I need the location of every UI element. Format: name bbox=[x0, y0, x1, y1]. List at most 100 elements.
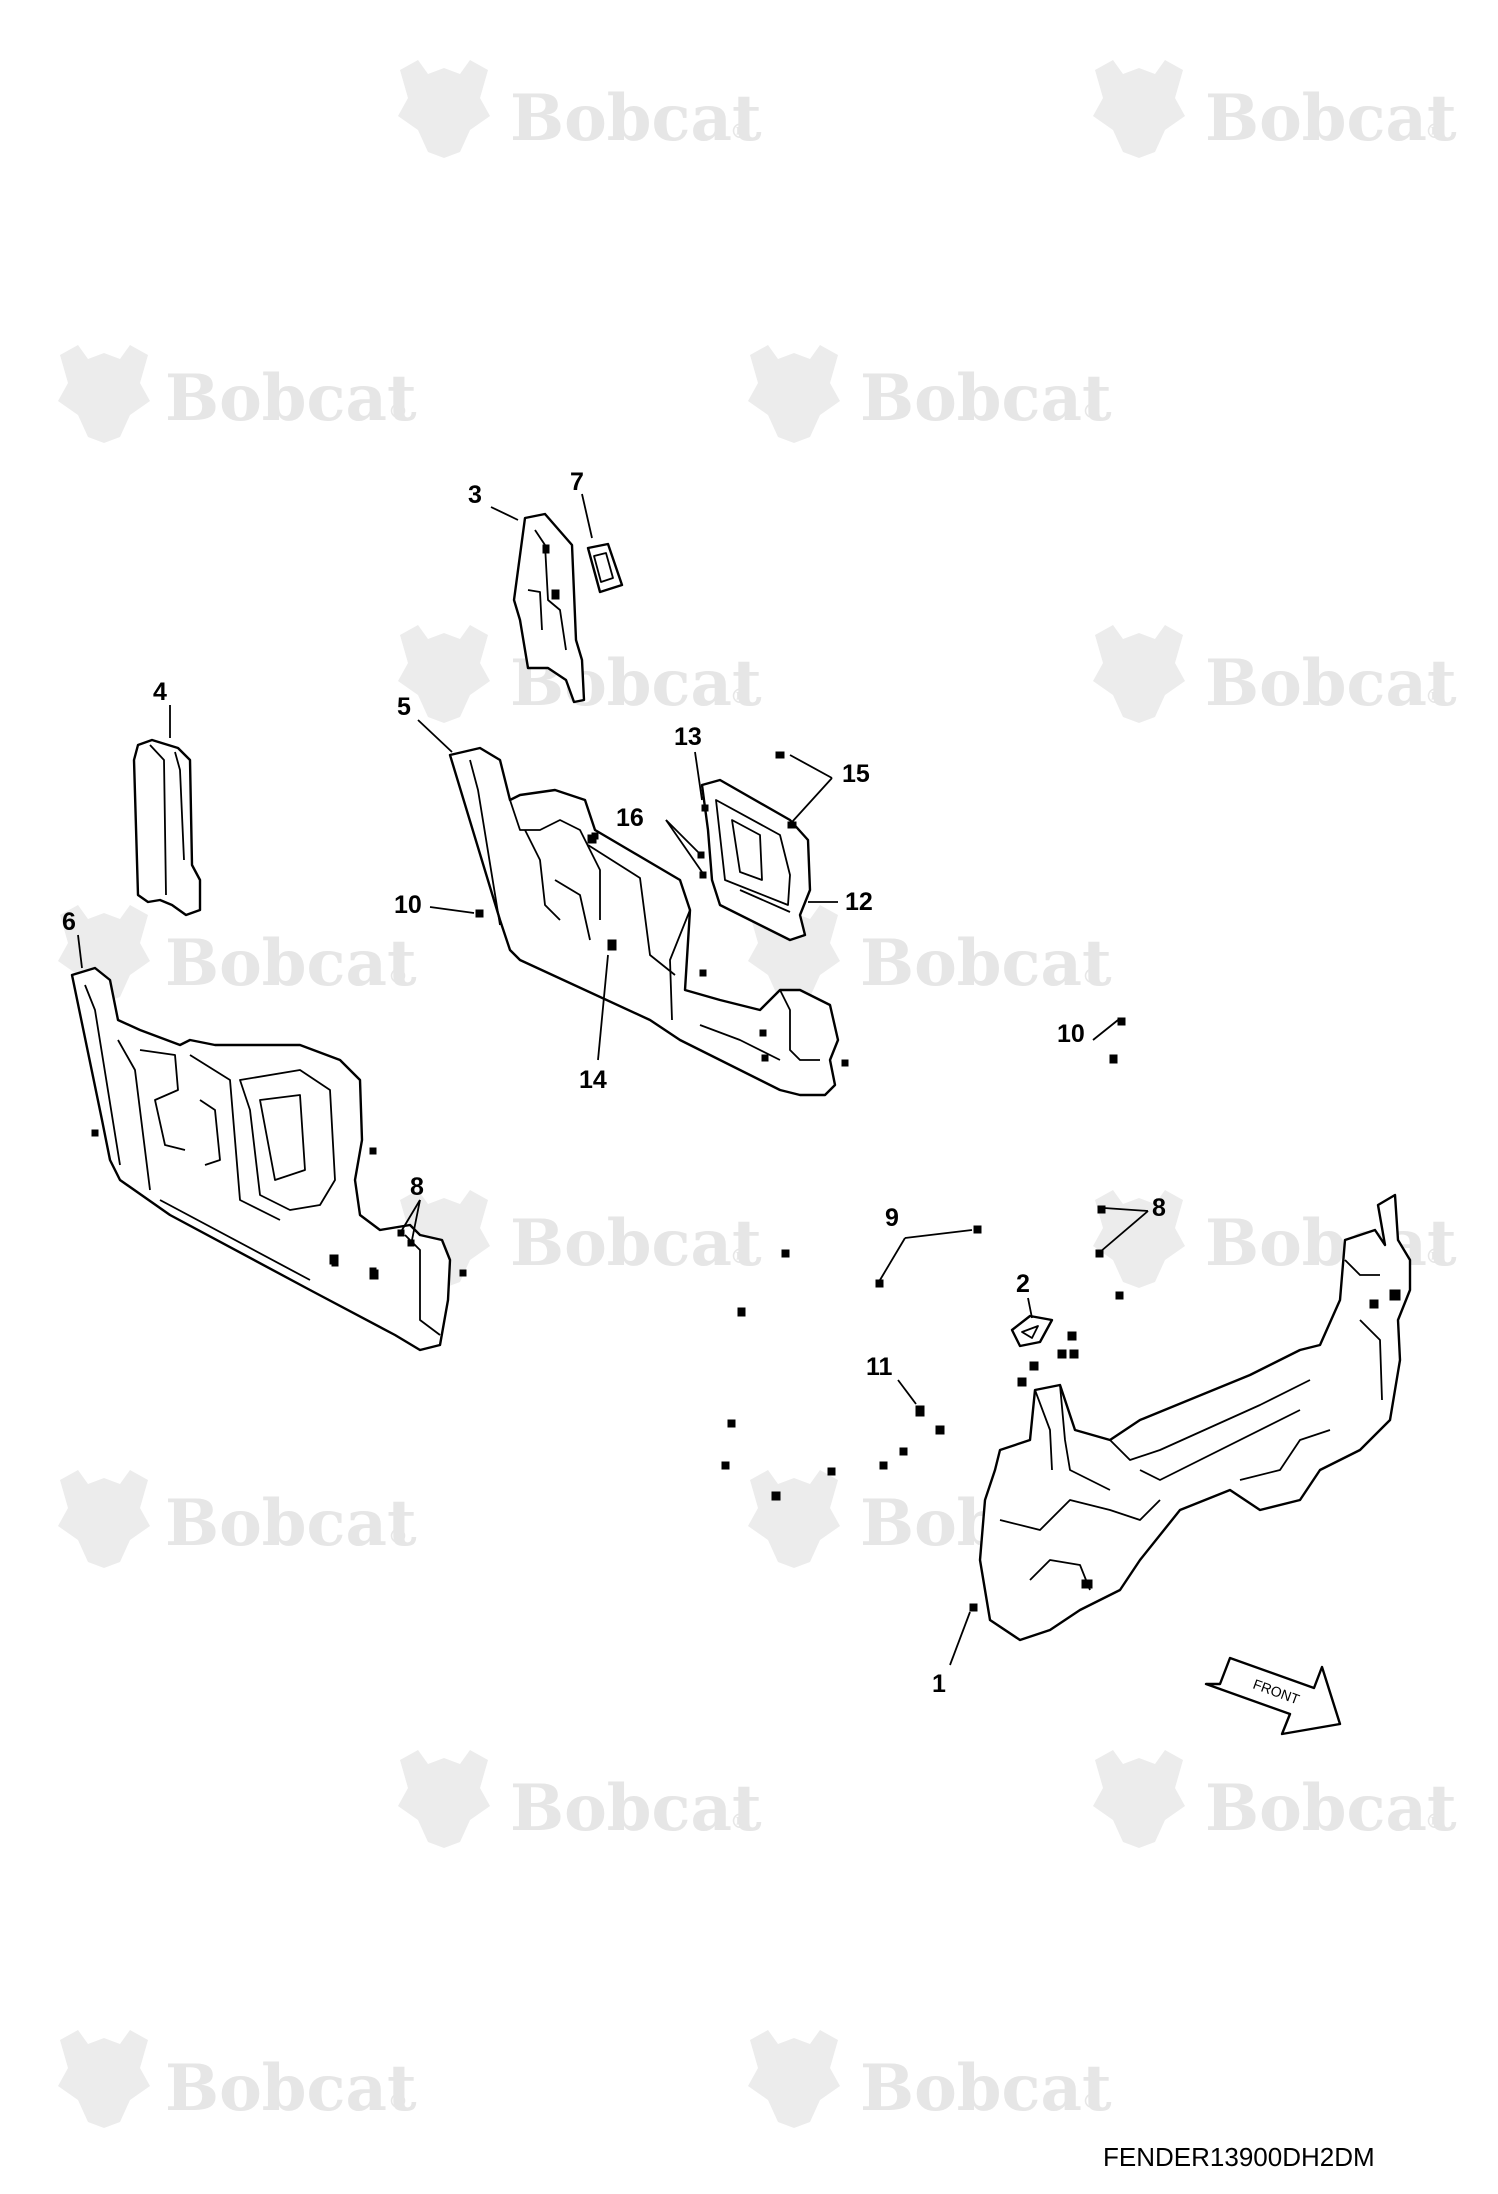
fastener bbox=[91, 1129, 99, 1137]
callout-6: 6 bbox=[62, 908, 76, 936]
callout-16: 16 bbox=[616, 804, 644, 832]
watermark: Bobcat® bbox=[398, 1750, 762, 1848]
callout-3: 3 bbox=[468, 481, 482, 509]
callout-5: 5 bbox=[397, 693, 411, 721]
fastener bbox=[1017, 1377, 1027, 1387]
callout-14: 14 bbox=[579, 1066, 607, 1094]
drawing-code: FENDER13900DH2DM bbox=[1103, 2142, 1375, 2172]
svg-text:Bobcat: Bobcat bbox=[165, 361, 417, 436]
watermark: Bobcat® bbox=[748, 2030, 1112, 2128]
watermark: Bobcat® bbox=[748, 905, 1112, 1003]
watermark: Bobcat® bbox=[58, 905, 417, 1003]
svg-text:®: ® bbox=[388, 2089, 408, 2113]
svg-text:®: ® bbox=[730, 684, 750, 708]
part-3-bracket bbox=[512, 512, 586, 704]
watermark-layer: Bobcat® Bobcat® Bobcat® Bobcat® Bobcat® … bbox=[58, 60, 1457, 2128]
part-4-panel bbox=[132, 738, 202, 917]
fastener bbox=[1109, 1054, 1118, 1064]
part-2-plate bbox=[1010, 1314, 1054, 1348]
svg-text:®: ® bbox=[1425, 1809, 1445, 1833]
svg-text:Bobcat: Bobcat bbox=[165, 1486, 417, 1561]
fastener-16 bbox=[699, 871, 707, 879]
svg-text:®: ® bbox=[1082, 399, 1102, 423]
callout-10: 10 bbox=[394, 891, 422, 919]
callout-9: 9 bbox=[885, 1204, 899, 1232]
fastener bbox=[879, 1461, 888, 1470]
fastener-16 bbox=[697, 851, 705, 859]
part-5-fender-frame bbox=[448, 746, 840, 1097]
fastener-9 bbox=[875, 1279, 884, 1288]
fastener-15 bbox=[787, 821, 797, 829]
fastener bbox=[759, 1029, 767, 1037]
svg-text:®: ® bbox=[1425, 119, 1445, 143]
fastener bbox=[761, 1054, 769, 1062]
fastener bbox=[1067, 1331, 1077, 1341]
leader-lines bbox=[77, 493, 1149, 1666]
callouts: 3 7 4 5 6 10 13 16 15 12 14 8 10 8 9 2 1… bbox=[62, 468, 1166, 1698]
callout-12: 12 bbox=[845, 888, 873, 916]
callout-2: 2 bbox=[1016, 1270, 1030, 1298]
fastener bbox=[331, 1259, 339, 1267]
svg-text:Bobcat: Bobcat bbox=[1205, 1206, 1457, 1281]
svg-text:Bobcat: Bobcat bbox=[860, 926, 1112, 1001]
watermark: Bobcat® bbox=[748, 345, 1112, 443]
watermark: Bobcat® bbox=[58, 2030, 417, 2128]
callout-7: 7 bbox=[570, 468, 584, 496]
svg-text:®: ® bbox=[388, 1524, 408, 1548]
fastener bbox=[827, 1467, 836, 1476]
fastener bbox=[781, 1249, 790, 1258]
fastener bbox=[899, 1447, 908, 1456]
fastener-8 bbox=[1095, 1249, 1104, 1258]
callout-13: 13 bbox=[674, 723, 702, 751]
svg-text:Bobcat: Bobcat bbox=[1205, 1771, 1457, 1846]
svg-text:®: ® bbox=[388, 964, 408, 988]
fastener bbox=[727, 1419, 736, 1428]
svg-text:Bobcat: Bobcat bbox=[860, 361, 1112, 436]
fastener-13 bbox=[701, 804, 709, 812]
fastener bbox=[721, 1461, 730, 1470]
callout-9: 8 bbox=[410, 1173, 424, 1201]
callout-4: 4 bbox=[153, 678, 167, 706]
fastener-9 bbox=[397, 1229, 405, 1237]
fastener-8 bbox=[1097, 1205, 1106, 1214]
fastener-9 bbox=[407, 1239, 415, 1247]
part-12-door-panel bbox=[700, 778, 812, 942]
fastener-14 bbox=[607, 942, 615, 950]
svg-text:Bobcat: Bobcat bbox=[165, 926, 417, 1001]
svg-text:Bobcat: Bobcat bbox=[510, 1206, 762, 1281]
svg-text:®: ® bbox=[1082, 964, 1102, 988]
svg-text:®: ® bbox=[730, 1809, 750, 1833]
callout-10: 10 bbox=[1057, 1020, 1085, 1048]
fastener-9 bbox=[973, 1225, 982, 1234]
watermark: Bobcat® bbox=[1093, 625, 1457, 723]
watermark: Bobcat® bbox=[1093, 1750, 1457, 1848]
fastener bbox=[369, 1147, 377, 1155]
fastener bbox=[369, 1267, 377, 1275]
svg-text:®: ® bbox=[1082, 2089, 1102, 2113]
fastener-10 bbox=[1117, 1017, 1126, 1026]
svg-text:Bobcat: Bobcat bbox=[510, 1771, 762, 1846]
svg-text:Bobcat: Bobcat bbox=[860, 2051, 1112, 2126]
watermark: Bobcat® bbox=[398, 1190, 762, 1288]
fastener bbox=[591, 832, 599, 840]
callout-1: 1 bbox=[932, 1670, 946, 1698]
watermark: Bobcat® bbox=[1093, 1190, 1457, 1288]
watermark: Bobcat® bbox=[1093, 60, 1457, 158]
fastener bbox=[1029, 1361, 1039, 1371]
callout-8: 8 bbox=[1152, 1194, 1166, 1222]
fastener-15 bbox=[775, 751, 785, 759]
fastener bbox=[1057, 1349, 1067, 1359]
fastener bbox=[771, 1491, 781, 1501]
watermark: Bobcat® bbox=[398, 60, 762, 158]
fastener bbox=[841, 1059, 849, 1067]
part-6-lower-fender bbox=[70, 966, 452, 1352]
svg-text:Bobcat: Bobcat bbox=[165, 2051, 417, 2126]
callout-11: 11 bbox=[866, 1353, 893, 1381]
fastener bbox=[1115, 1291, 1124, 1300]
part-1-main-fender bbox=[978, 1193, 1412, 1642]
svg-text:®: ® bbox=[730, 119, 750, 143]
watermark: Bobcat® bbox=[58, 345, 417, 443]
svg-text:®: ® bbox=[388, 399, 408, 423]
fastener bbox=[699, 969, 707, 977]
